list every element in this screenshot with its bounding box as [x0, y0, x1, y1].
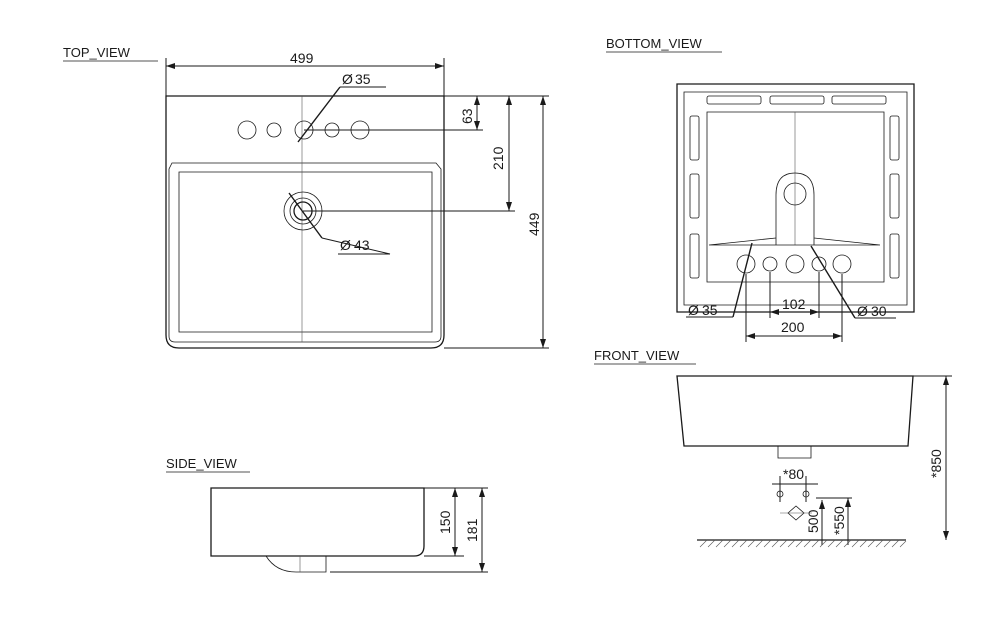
bottom-bowl — [706, 111, 885, 283]
leader-line — [321, 237, 391, 255]
bowl-rim — [168, 162, 442, 343]
front-view-title: FRONT_VIEW — [594, 348, 680, 363]
arrow-head — [506, 202, 512, 211]
drain-offset-label: 210 — [490, 146, 506, 170]
ventilation-slot — [831, 95, 887, 105]
inlet-pipe — [776, 490, 784, 498]
ventilation-slot — [889, 233, 900, 279]
bowl-inner — [178, 171, 433, 333]
hole-35-leader — [732, 242, 753, 318]
side-body — [210, 487, 425, 557]
side-view-title: SIDE_VIEW — [166, 456, 238, 471]
ventilation-slot — [889, 173, 900, 219]
bowl-shelf — [708, 237, 881, 246]
top-view-title: TOP_VIEW — [63, 45, 131, 60]
arrow-head — [833, 333, 842, 339]
tap-hole — [832, 254, 852, 274]
arrow-head — [540, 339, 546, 348]
spacing-outer-label: 200 — [781, 319, 805, 335]
arrow-head — [746, 333, 755, 339]
arrow-head — [819, 500, 825, 509]
arrow-head — [452, 488, 458, 497]
floor-hatching — [699, 539, 907, 548]
arrow-head — [770, 309, 779, 315]
drain-boss-hole — [783, 182, 807, 206]
ventilation-slot — [689, 173, 700, 219]
tap-hole — [811, 256, 827, 272]
side-view: SIDE_VIEW 150 181 — [166, 456, 488, 573]
inlet-height-label: 500 — [805, 509, 821, 533]
front-body — [676, 375, 914, 447]
arrow-head — [474, 96, 480, 105]
tap-hole — [237, 120, 257, 140]
arrow-head — [479, 488, 485, 497]
outlet-height-label: *550 — [831, 506, 847, 535]
arrow-head — [943, 376, 949, 385]
drain-leader — [288, 192, 323, 239]
side-drain-outlet — [265, 555, 327, 573]
tap-hole — [266, 122, 282, 138]
hole-30-dia-label: 30 — [871, 303, 887, 319]
hole-30-dia-symbol: Ø — [857, 303, 868, 319]
ventilation-slot — [769, 95, 825, 105]
tap-hole-dia-label: 35 — [355, 71, 371, 87]
arrow-head — [435, 63, 444, 69]
arrow-head — [943, 531, 949, 540]
tap-hole-leader — [297, 86, 341, 143]
arrow-head — [810, 309, 819, 315]
basin-outline — [165, 95, 445, 349]
arrow-head — [845, 498, 851, 507]
bottom-view-title: BOTTOM_VIEW — [606, 36, 703, 51]
arrow-head — [166, 63, 175, 69]
tap-hole — [736, 254, 756, 274]
front-view: FRONT_VIEW *80 500 *550 *850 — [594, 348, 952, 548]
arrow-head — [479, 563, 485, 572]
drain-dia-symbol: Ø — [340, 237, 351, 253]
arrow-head — [540, 96, 546, 105]
bottom-view: BOTTOM_VIEW Ø 35 — [606, 36, 915, 342]
inner-height-label: 150 — [437, 510, 453, 534]
overall-height-label: *850 — [928, 449, 944, 478]
spacing-inner-label: 102 — [782, 296, 806, 312]
hole-35-dia-label: 35 — [702, 302, 718, 318]
tap-hole — [785, 254, 805, 274]
tap-hole-dia-symbol: Ø — [342, 71, 353, 87]
depth-label: 449 — [526, 212, 542, 236]
arrow-head — [474, 121, 480, 130]
arrow-head — [506, 96, 512, 105]
outer-height-label: 181 — [464, 518, 480, 542]
top-view: TOP_VIEW 499 Ø 35 Ø 43 — [63, 45, 549, 349]
inlet-pipe — [802, 490, 810, 498]
tap-offset-label: 63 — [459, 108, 475, 124]
drain-boss — [775, 172, 815, 245]
ventilation-slot — [889, 115, 900, 161]
pipe-spacing-label: *80 — [783, 466, 804, 482]
hole-35-dia-symbol: Ø — [688, 302, 699, 318]
ventilation-slot — [689, 233, 700, 279]
drain-dia-label: 43 — [354, 237, 370, 253]
width-label: 499 — [290, 50, 314, 66]
bottom-inner-edge — [683, 91, 908, 306]
tap-hole — [762, 256, 778, 272]
ventilation-slot — [689, 115, 700, 161]
arrow-head — [452, 547, 458, 556]
bottom-outline — [676, 83, 915, 313]
ventilation-slot — [706, 95, 762, 105]
front-drain-outlet — [777, 446, 812, 459]
hole-30-leader — [810, 245, 856, 319]
